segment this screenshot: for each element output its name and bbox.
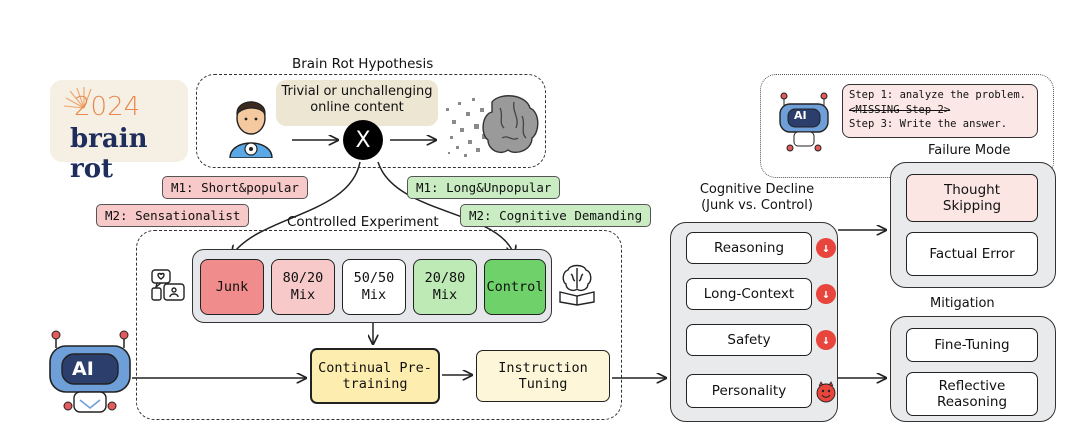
stage2-line1: Instruction: [498, 359, 588, 376]
brain-rot-logo: 2024 brain rot: [50, 80, 188, 184]
social-feed-icon: [148, 266, 188, 306]
robot-ai-label: AI: [72, 358, 94, 380]
mix-20-80-line1: 20/80: [424, 270, 466, 287]
mix-80-20-line1: 80/20: [282, 270, 324, 287]
failure-factual-error: Factual Error: [906, 232, 1038, 276]
mix-junk: Junk: [200, 259, 264, 315]
small-robot-ai-label: AI: [794, 109, 807, 122]
content-bubble: Trivial or unchallenging online content: [276, 80, 438, 126]
tag-m2-junk: M2: Sensationalist: [96, 204, 250, 227]
stage-instruction-tuning: Instruction Tuning: [476, 350, 610, 402]
cot-line2: <MISSING Step 2>: [849, 103, 951, 116]
logo-text: brain rot: [70, 124, 148, 184]
decline-title-line1: Cognitive Decline: [699, 182, 815, 197]
cot-bubble: Step 1: analyze the problem. <MISSING St…: [842, 84, 1038, 138]
mix-20-80: 20/80 Mix: [413, 259, 477, 315]
mix-control-line1: Control: [486, 278, 544, 295]
decline-title: Cognitive Decline (Junk vs. Control): [682, 182, 832, 213]
failure-item1-line2: Skipping: [942, 198, 1002, 214]
experiment-title: Controlled Experiment: [287, 214, 439, 230]
decline-reasoning: Reasoning: [686, 232, 812, 264]
failure-item1-line1: Thought: [943, 181, 1001, 198]
content-line1: Trivial or unchallenging: [281, 84, 433, 99]
decline-personality: Personality: [686, 374, 812, 408]
mix-80-20-line2: Mix: [290, 287, 316, 303]
cot-line1: Step 1: analyze the problem.: [849, 89, 1027, 101]
failure-thought-skipping: Thought Skipping: [906, 174, 1038, 222]
mitigation-item2-line2: Reasoning: [936, 394, 1008, 410]
stage-continual-pretraining: Continual Pre- training: [310, 348, 440, 404]
x-platform-glyph: X: [355, 127, 371, 153]
mix-20-80-line2: Mix: [432, 287, 458, 303]
mitigation-reflective-reasoning: Reflective Reasoning: [906, 372, 1038, 416]
small-robot-icon: [776, 86, 832, 158]
cot-line3: Step 3: Write the answer.: [849, 118, 1008, 131]
mitigation-item2-line1: Reflective: [938, 377, 1006, 394]
tag-m1-junk: M1: Short&popular: [162, 176, 308, 199]
decline-title-line2: (Junk vs. Control): [701, 197, 813, 213]
mitigation-fine-tuning: Fine-Tuning: [906, 328, 1038, 362]
ai-robot-icon: [44, 318, 136, 414]
hypothesis-box: [196, 74, 546, 168]
mix-50-50: 50/50 Mix: [342, 259, 406, 315]
hypothesis-title: Brain Rot Hypothesis: [292, 56, 434, 72]
x-platform-icon: X: [343, 120, 383, 160]
mitigation-title: Mitigation: [930, 296, 995, 311]
decline-down-arrow-icon: ↓: [816, 238, 836, 258]
stage2-line2: Tuning: [518, 376, 568, 392]
mix-80-20: 80/20 Mix: [271, 259, 335, 315]
mix-control: Control: [484, 259, 546, 315]
mix-50-50-line2: Mix: [361, 287, 387, 303]
logo-year: 2024: [74, 92, 141, 122]
content-line2: online content: [310, 100, 404, 116]
user-avatar-icon: [222, 90, 280, 159]
experiment-box: [136, 230, 622, 420]
devil-face-icon: [814, 380, 838, 404]
brain-book-icon: [556, 262, 598, 306]
mix-50-50-line1: 50/50: [353, 270, 395, 287]
stage1-line2: training: [342, 376, 408, 392]
mix-junk-line1: Junk: [215, 278, 249, 295]
decline-safety: Safety: [686, 324, 812, 356]
stage1-line1: Continual Pre-: [318, 359, 432, 376]
tag-m1-control: M1: Long&Unpopular: [407, 176, 561, 199]
sunburst-icon: [62, 86, 92, 116]
decline-down-arrow-icon: ↓: [816, 284, 836, 304]
disintegrating-brain-icon: [442, 88, 542, 164]
decline-down-arrow-icon: ↓: [816, 330, 836, 350]
failure-title: Failure Mode: [928, 143, 1011, 158]
decline-long-context: Long-Context: [686, 278, 812, 310]
tag-m2-control: M2: Cognitive Demanding: [460, 204, 652, 227]
